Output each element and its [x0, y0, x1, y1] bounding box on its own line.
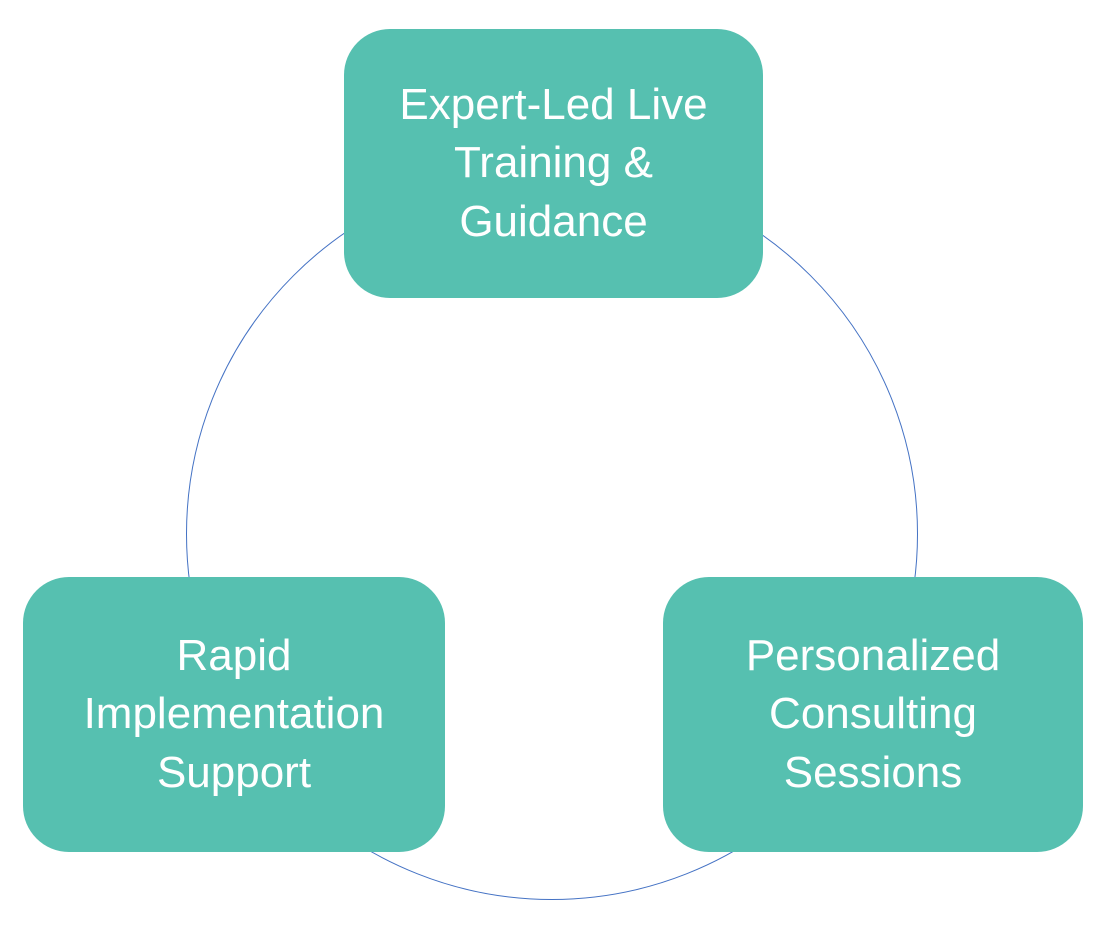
node-label-line: Expert-Led Live — [399, 79, 708, 129]
node-label-line: Support — [156, 747, 312, 797]
node-personalized-consulting: Personalized Consulting Sessions — [663, 577, 1083, 852]
node-label-line: Guidance — [459, 196, 648, 246]
node-label-line: Personalized — [745, 630, 1001, 680]
node-expert-led-training: Expert-Led Live Training & Guidance — [344, 29, 763, 298]
node-rapid-implementation-support: Rapid Implementation Support — [23, 577, 445, 852]
node-label-line: Rapid — [176, 630, 292, 680]
node-label-line: Implementation — [83, 689, 385, 739]
node-label-line: Sessions — [783, 747, 963, 797]
node-label-line: Training & — [454, 138, 653, 188]
node-label-line: Consulting — [769, 689, 977, 739]
